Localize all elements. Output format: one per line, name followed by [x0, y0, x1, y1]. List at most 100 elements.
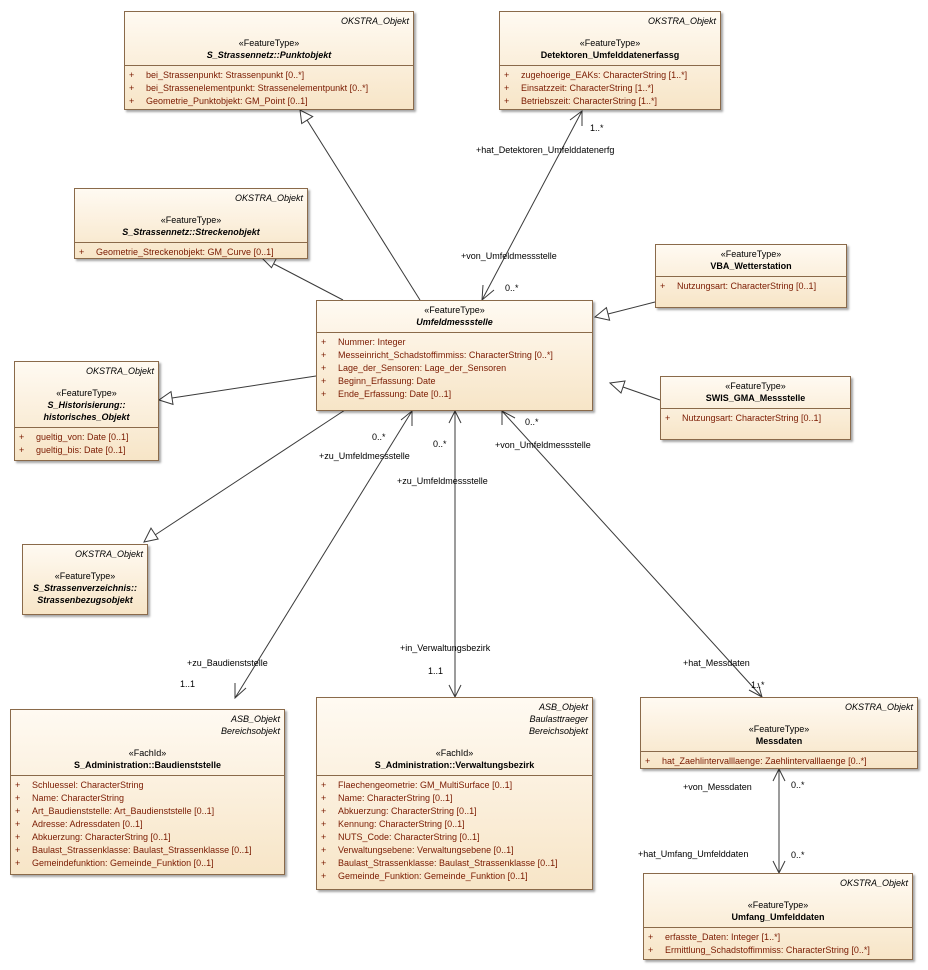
class-box-punktobjekt[interactable]: OKSTRA_Objekt «FeatureType»S_Strassennetz…	[124, 11, 414, 110]
visibility-public-icon: +	[321, 858, 327, 868]
visibility-public-icon: +	[15, 832, 21, 842]
attribute-row: +Ende_Erfassung: Date [0..1]	[321, 388, 588, 401]
attribute-row: +zugehoerige_EAKs: CharacterString [1..*…	[504, 69, 716, 82]
class-stereotype: «FeatureType»	[747, 900, 809, 910]
class-name: Umfeldmessstelle	[321, 316, 588, 328]
class-name-line: historisches_Objekt	[43, 412, 130, 422]
class-header: OKSTRA_Objekt«FeatureType»Detektoren_Umf…	[500, 12, 720, 65]
visibility-public-icon: +	[321, 337, 327, 347]
attribute-row: +Nutzungsart: CharacterString [0..1]	[660, 280, 842, 293]
generalization-to-punktobjekt	[306, 119, 421, 301]
attribute-row: +Baulast_Strassenklasse: Baulast_Strasse…	[15, 844, 280, 857]
class-tag: OKSTRA_Objekt	[340, 16, 409, 26]
attribute-row: +Kennung: CharacterString [0..1]	[321, 818, 588, 831]
attribute-row: +Flaechengeometrie: GM_MultiSurface [0..…	[321, 779, 588, 792]
visibility-public-icon: +	[648, 932, 654, 942]
attribute-compartment: + Flaechengeometrie: GM_MultiSurface [0..…	[317, 775, 592, 886]
attribute-text: Schluessel: CharacterString	[32, 780, 144, 790]
class-name: SWIS_GMA_Messstelle	[665, 392, 846, 404]
attribute-text: gueltig_von: Date [0..1]	[36, 432, 129, 442]
visibility-public-icon: +	[321, 376, 327, 386]
visibility-public-icon: +	[321, 832, 327, 842]
class-box-strassenbezug[interactable]: OKSTRA_Objekt«FeatureType»S_Strassenverz…	[22, 544, 148, 615]
association-arrowhead	[501, 410, 516, 425]
class-stereotype: «FeatureType»	[748, 724, 810, 734]
attribute-text: Beginn_Erfassung: Date	[338, 376, 436, 386]
attribute-row: +hat_Zaehlintervalllaenge: Zaehlinterval…	[645, 755, 913, 768]
attribute-row: +Gemeinde_Funktion: Gemeinde_Funktion [0…	[321, 870, 588, 883]
class-box-historisierung[interactable]: OKSTRA_Objekt«FeatureType»S_Historisieru…	[14, 361, 159, 461]
visibility-public-icon: +	[321, 871, 327, 881]
attribute-row: +Lage_der_Sensoren: Lage_der_Sensoren	[321, 362, 588, 375]
multiplicity-label: 1..*	[751, 680, 765, 690]
visibility-public-icon: +	[129, 70, 135, 80]
attribute-text: Lage_der_Sensoren: Lage_der_Sensoren	[338, 363, 507, 373]
class-tag: ASB_Objekt	[538, 702, 588, 712]
class-stereotype: «FeatureType»	[720, 249, 782, 259]
association-arrowhead	[400, 409, 413, 426]
attribute-text: Geometrie_Punktobjekt: GM_Point [0..1]	[146, 96, 308, 106]
attribute-row: + NUTS_Code: CharacterString [0..1]	[321, 831, 588, 844]
class-name: S_Administration::Baudienststelle	[15, 759, 280, 771]
association-detektoren	[481, 110, 583, 301]
association-baudienst	[234, 410, 413, 699]
attribute-compartment: +erfasste_Daten: Integer [1..*]+Ermittlu…	[644, 927, 912, 960]
class-header: OKSTRA_Objekt«FeatureType»S_Strassenverz…	[23, 545, 147, 610]
attribute-text: Ende_Erfassung: Date [0..1]	[338, 389, 452, 399]
class-name: S_Administration::Verwaltungsbezirk	[321, 759, 588, 771]
attribute-row: +gueltig_bis: Date [0..1]	[19, 444, 154, 457]
attribute-text: NUTS_Code: CharacterString [0..1]	[338, 832, 480, 842]
attribute-text: Flaechengeometrie: GM_MultiSurface [0..1…	[338, 780, 513, 790]
class-stereotype: «FachId»	[435, 748, 474, 758]
multiplicity-label: 1..1	[428, 666, 444, 676]
class-name-line: S_Administration::Verwaltungsbezirk	[374, 760, 535, 770]
attribute-row: +Verwaltungsebene: Verwaltungsebene [0..…	[321, 844, 588, 857]
attribute-text: gueltig_bis: Date [0..1]	[36, 445, 126, 455]
multiplicity-label: 0..*	[525, 417, 539, 427]
class-name: S_Historisierung::historisches_Objekt	[19, 399, 154, 423]
class-box-swis[interactable]: «FeatureType»SWIS_GMA_Messstelle+Nutzung…	[660, 376, 851, 440]
attribute-row: +bei_Strassenelementpunkt: Strasseneleme…	[129, 82, 409, 95]
multiplicity-label: 0..*	[505, 283, 519, 293]
class-stereotype: «FeatureType»	[54, 571, 116, 581]
attribute-compartment: +bei_Strassenpunkt: Strassenpunkt [0..*]…	[125, 65, 413, 111]
class-tags: OKSTRA_Objekt	[504, 15, 716, 27]
class-box-umfang[interactable]: OKSTRA_Objekt«FeatureType»Umfang_Umfeldd…	[643, 873, 913, 960]
class-tag: OKSTRA_Objekt	[844, 702, 913, 712]
role-label: +von_Umfeldmessstelle	[461, 251, 557, 261]
attribute-row: +Art_Baudienststelle: Art_Baudienststell…	[15, 805, 280, 818]
class-name: S_Strassennetz::Punktobjekt	[129, 49, 409, 61]
role-label: +hat_Messdaten	[683, 658, 750, 668]
visibility-public-icon: +	[129, 83, 135, 93]
attribute-text: Geometrie_Streckenobjekt: GM_Curve [0..1…	[96, 247, 274, 257]
class-name: Detektoren_Umfelddatenerfassg	[504, 49, 716, 61]
visibility-public-icon: +	[648, 945, 654, 955]
class-tag: Baulasttraeger	[529, 714, 588, 724]
class-box-detektoren[interactable]: OKSTRA_Objekt«FeatureType»Detektoren_Umf…	[499, 11, 721, 110]
visibility-public-icon: +	[660, 281, 666, 291]
class-box-messdaten[interactable]: OKSTRA_Objekt«FeatureType»Messdaten+hat_…	[640, 697, 918, 769]
attribute-compartment: +zugehoerige_EAKs: CharacterString [1..*…	[500, 65, 720, 111]
class-header: «FeatureType»SWIS_GMA_Messstelle	[661, 377, 850, 408]
class-header: OKSTRA_Objekt«FeatureType»Messdaten	[641, 698, 917, 751]
visibility-public-icon: +	[79, 247, 85, 257]
visibility-public-icon: +	[15, 780, 21, 790]
attribute-row: + Geometrie_Streckenobjekt: GM_Curve [0..…	[79, 246, 303, 259]
class-box-umfeldmessstelle[interactable]: «FeatureType»Umfeldmessstelle+Nummer: In…	[316, 300, 593, 411]
class-box-vba[interactable]: «FeatureType»VBA_Wetterstation+Nutzungsa…	[655, 244, 847, 308]
class-name-line: Strassenbezugsobjekt	[37, 595, 133, 605]
class-tags: OKSTRA_Objekt	[79, 192, 303, 204]
class-header: OKSTRA_Objekt«FeatureType»S_Historisieru…	[15, 362, 158, 427]
class-stereotype: «FeatureType»	[238, 38, 300, 48]
association-arrowhead	[234, 683, 247, 700]
multiplicity-label: 0..*	[372, 432, 386, 442]
attribute-text: Baulast_Strassenklasse: Baulast_Strassen…	[338, 858, 558, 868]
class-box-streckenobjekt[interactable]: OKSTRA_Objekt«FeatureType»S_Strassennetz…	[74, 188, 308, 259]
attribute-row: + Beginn_Erfassung: Date	[321, 375, 588, 388]
visibility-public-icon: +	[504, 70, 510, 80]
association-arrowhead	[448, 409, 462, 424]
class-stereotype: «FeatureType»	[424, 305, 485, 315]
